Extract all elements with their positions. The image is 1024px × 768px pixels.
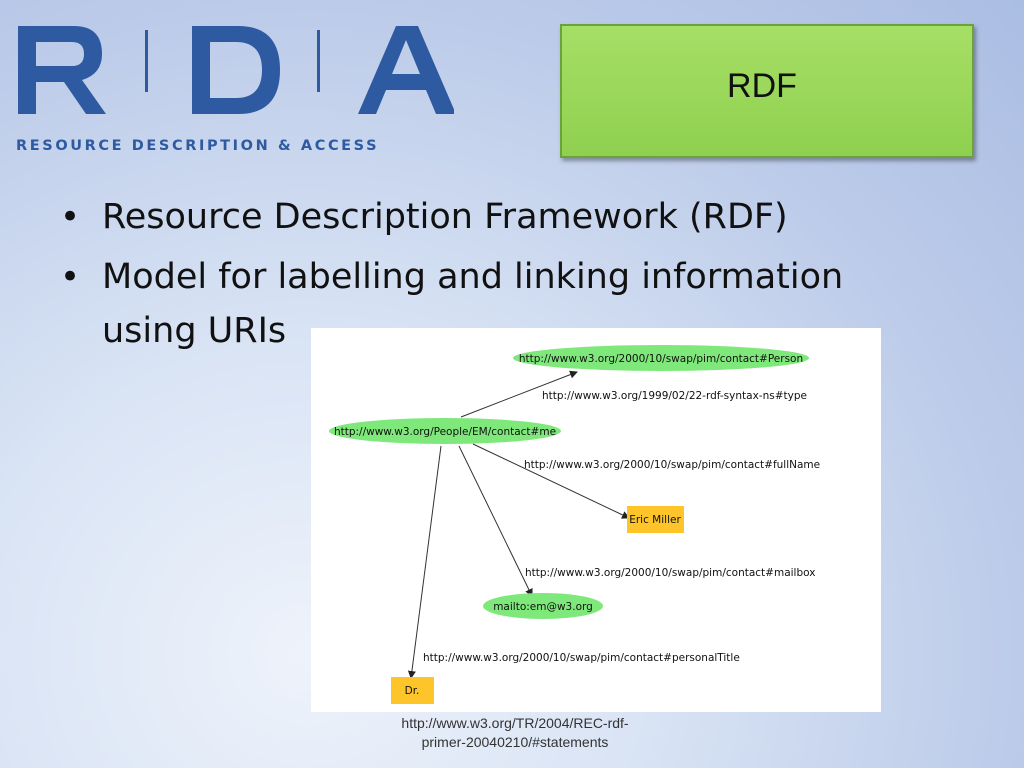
bullet-item: • Model for labelling and linking inform… [60,250,940,358]
rdf-graph-diagram: http://www.w3.org/2000/10/swap/pim/conta… [311,328,881,712]
bullet-list: • Resource Description Framework (RDF) •… [60,190,940,364]
logo-letter-a [358,26,454,114]
bullet-text: Model for labelling and linking informat… [102,257,844,351]
citation-line-1: http://www.w3.org/TR/2004/REC-rdf- [401,715,629,731]
slide-title: RDF [727,66,797,105]
node-me [329,418,561,444]
edge-title-line [407,445,442,679]
bullet-dot-icon: • [60,257,81,297]
node-person [513,345,809,371]
logo-divider-1 [145,30,148,92]
logo-letter-r [18,26,106,114]
edge-type-label: http://www.w3.org/1999/02/22-rdf-syntax-… [542,390,807,402]
node-mailbox-label: mailto:em@w3.org [493,601,593,613]
logo-letter-d [192,26,280,114]
title-box: RDF [560,24,974,158]
node-me-label: http://www.w3.org/People/EM/contact#me [334,426,556,438]
logo-divider-2 [317,30,320,92]
node-name [627,506,684,533]
node-title-label: Dr. [405,685,420,697]
logo-tagline: RESOURCE DESCRIPTION & ACCESS [16,138,380,154]
citation-line-2: primer-20040210/#statements [421,734,609,750]
edge-mailbox-label: http://www.w3.org/2000/10/swap/pim/conta… [525,567,815,579]
node-title [391,677,434,704]
rda-logo: RESOURCE DESCRIPTION & ACCESS [14,18,454,154]
bullet-dot-icon: • [60,197,81,237]
edge-fullname-label: http://www.w3.org/2000/10/swap/pim/conta… [524,459,820,471]
rdf-graph-svg: http://www.w3.org/2000/10/swap/pim/conta… [329,345,820,704]
edge-type-line [460,370,578,418]
rda-logo-mark [18,26,454,114]
edge-mailbox-line [458,445,533,597]
node-mailbox [483,593,603,619]
bullet-item: • Resource Description Framework (RDF) [60,190,940,244]
node-person-label: http://www.w3.org/2000/10/swap/pim/conta… [519,353,803,365]
source-citation[interactable]: http://www.w3.org/TR/2004/REC-rdf- prime… [360,714,670,752]
edge-fullname-line [472,443,630,519]
edge-title-label: http://www.w3.org/2000/10/swap/pim/conta… [423,652,740,664]
bullet-text: Resource Description Framework (RDF) [102,197,788,237]
node-name-label: Eric Miller [629,514,681,526]
